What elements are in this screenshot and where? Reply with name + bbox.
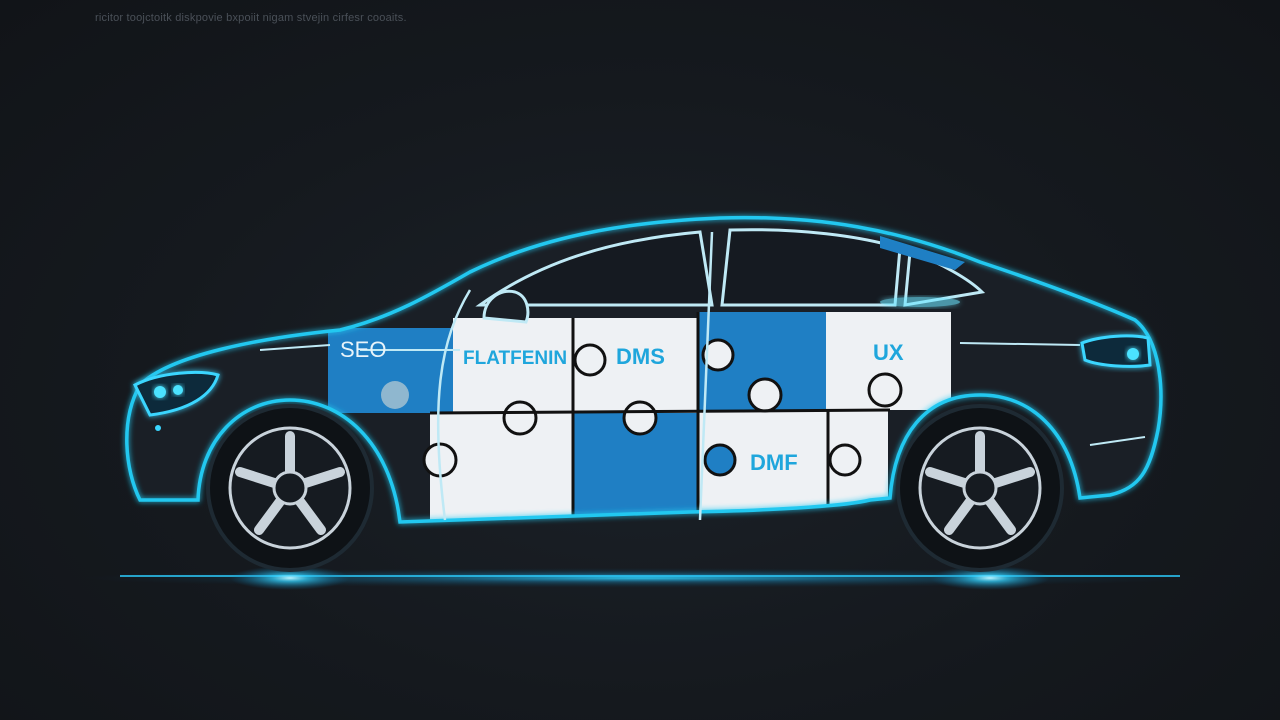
floor-glow (80, 568, 1200, 588)
rear-wheel (896, 404, 1064, 572)
side-mirror (482, 289, 530, 324)
label-dms: DMS (616, 344, 665, 369)
car-outline (125, 215, 1163, 524)
front-window (475, 230, 714, 307)
caption-text: ricitor toojctoitk diskpovie bxpoiit nig… (95, 12, 407, 24)
label-dmf: DMF (750, 450, 798, 475)
rear-window (720, 228, 902, 307)
taillight (1080, 334, 1152, 368)
label-platform: FLATFENIN (463, 348, 568, 369)
label-ux: UX (873, 340, 904, 365)
label-seo: SEO (340, 337, 387, 362)
front-wheel (206, 404, 374, 572)
